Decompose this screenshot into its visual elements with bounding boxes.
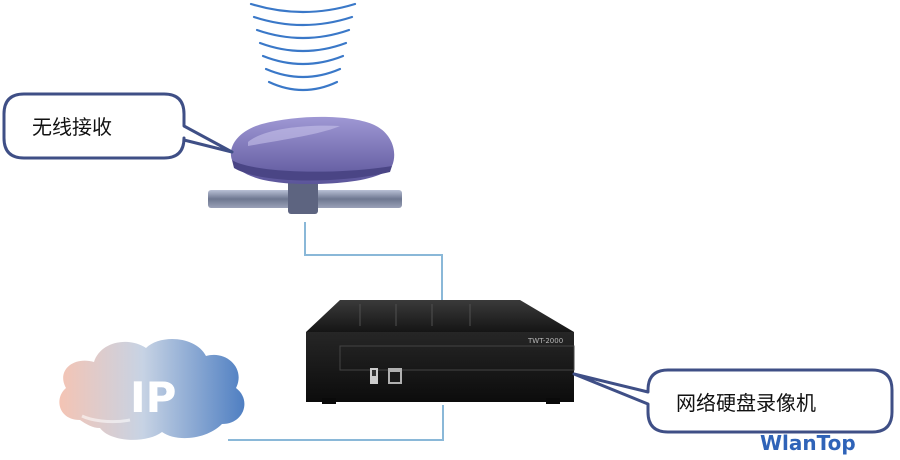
receiver-label: 无线接收	[32, 115, 112, 139]
signal-wave-arc	[252, 15, 354, 27]
wireless-signal-icon	[249, 2, 357, 92]
cloud-shape	[59, 338, 245, 440]
brand-logo: WlanTop	[760, 431, 856, 455]
signal-wave-arc	[258, 41, 348, 53]
antenna-highlight	[248, 125, 340, 146]
recorder-model: TWT-2000	[527, 337, 563, 345]
callout-receiver: 无线接收	[2, 92, 234, 160]
recorder-front	[306, 332, 574, 402]
pole-clamp	[288, 180, 318, 214]
signal-wave-arc	[267, 80, 339, 92]
connector-recorder-to-cloud	[228, 405, 444, 441]
signal-wave-arc	[264, 67, 342, 79]
callout-recorder: 网络硬盘录像机	[572, 368, 894, 434]
connector-antenna-to-recorder	[304, 222, 443, 300]
recorder-top	[306, 300, 574, 332]
recorder-label: 网络硬盘录像机	[676, 391, 816, 415]
ip-cloud-icon: IP	[59, 338, 245, 440]
signal-wave-arc	[255, 28, 351, 40]
cloud-label: IP	[130, 373, 176, 422]
network-video-recorder: TWT-2000	[306, 300, 575, 404]
signal-wave-arc	[249, 2, 357, 14]
signal-wave-arc	[261, 54, 345, 66]
antenna-receiver	[208, 116, 402, 214]
